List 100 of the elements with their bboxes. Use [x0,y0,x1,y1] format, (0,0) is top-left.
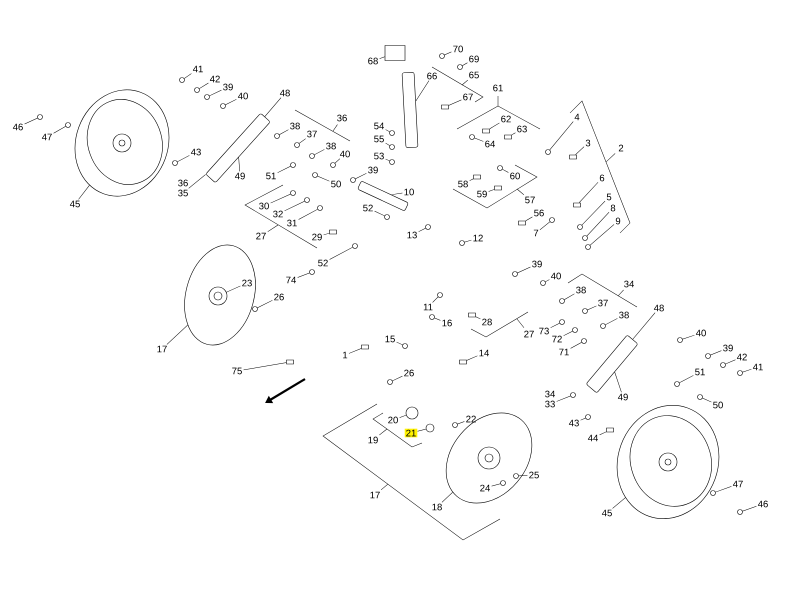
shank [402,72,418,148]
callout-number: 32 [273,210,283,218]
callout-number: 67 [463,94,473,100]
hub [208,286,228,306]
leader-line [448,100,462,106]
leader-line [469,178,474,181]
callout-number: 3 [586,140,590,146]
callout-number: 48 [654,304,664,312]
callout-number: 25 [529,472,539,478]
washer [459,240,465,246]
callout-number: 68 [368,58,378,64]
callout-number: 40 [550,272,561,280]
leader-line [225,99,237,105]
leader-line [24,118,38,124]
washer [172,160,178,166]
washer [389,130,395,136]
callout-number: 43 [568,420,579,426]
bolt [504,134,512,140]
leader-line [374,210,385,216]
washer [582,308,588,314]
leader-line [488,189,494,192]
callout-number: 50 [713,402,723,408]
callout-number: 49 [234,172,245,180]
callout-number: 38 [619,312,629,318]
washer [426,424,434,432]
leader-line [545,279,550,282]
washer [497,165,503,171]
leader-line [270,194,291,204]
callout-number: 26 [274,294,284,300]
callout-number: 7 [534,230,538,236]
leader-line [702,398,712,402]
callout-number: 22 [466,416,476,422]
washer [439,53,445,59]
callout-number: 23 [242,280,252,286]
callout-number: 74 [286,276,296,284]
callout-number: 44 [588,434,598,442]
callout-number: 39 [223,84,233,90]
callout-number: 40 [238,92,248,100]
callout-number: 43 [190,148,201,156]
washer [677,337,683,343]
washer [179,77,185,83]
leader-line [238,157,240,172]
leader-line [575,146,584,155]
washer [570,392,576,398]
callout-number: 28 [482,318,492,326]
callout-number: 8 [610,204,616,212]
washer [500,480,506,486]
bolt [468,312,476,318]
leader-line [78,185,90,200]
leader-line [279,129,289,135]
leader-line [605,318,618,325]
leader-line [570,342,582,349]
plate [384,45,406,61]
leader-line [385,142,390,146]
callout-number: 31 [287,220,297,226]
leader-line [502,169,509,173]
bolt [459,360,467,364]
leader-line [348,348,362,354]
leader-line [517,266,531,274]
washer [425,224,431,230]
leader-line [53,126,66,134]
callout-number: 12 [473,234,483,242]
leader-line [399,414,406,418]
callout-number: 36 [178,180,188,186]
callout-number: 37 [307,130,317,138]
leader-line [457,421,465,424]
leader-line [177,155,190,162]
washer [577,224,583,230]
leader-line [297,272,310,278]
callout-number: 40 [340,150,350,158]
callout-number: 72 [552,336,562,342]
callout-number: 39 [532,260,542,268]
callout-number: 38 [290,122,300,130]
leader-line [264,97,282,117]
washer [585,414,591,420]
washer [384,214,390,220]
callout-number: 19 [368,436,378,444]
callout-number: 24 [480,484,490,492]
callout-number: 59 [477,190,487,198]
callout-number: 47 [732,480,743,488]
washer [402,343,408,349]
callout-number: 27 [256,232,266,240]
callout-number: 55 [374,136,384,142]
washer [252,306,258,312]
callout-number: 39 [723,344,733,352]
leader-line [277,166,291,173]
callout-number: 65 [469,72,479,78]
leader-line [614,372,622,393]
leader-line [563,331,573,336]
washer [582,235,588,241]
callout-number: 49 [618,394,628,400]
washer [294,142,300,148]
leader-line [632,312,656,340]
callout-number: 47 [42,134,52,140]
washer [220,103,226,109]
leader-line [550,121,574,150]
leader-line [491,484,501,486]
washer [549,217,555,223]
callout-number: 16 [442,320,452,326]
callout-number: 15 [385,336,395,342]
